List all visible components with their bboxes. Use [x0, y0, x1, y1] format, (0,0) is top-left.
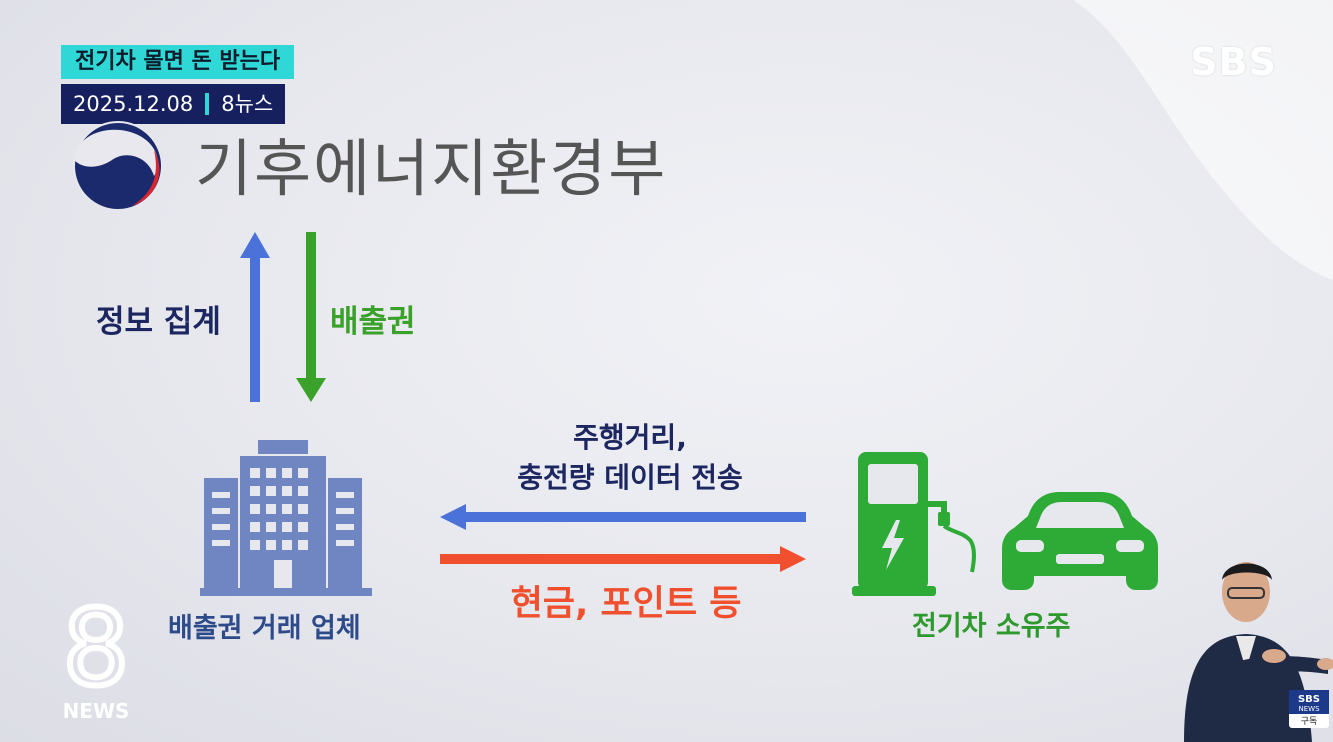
program-name: 8뉴스 [221, 92, 274, 116]
data-label-line2: 충전량 데이터 전송 [517, 461, 743, 494]
subscribe-badge-action: 구독 [1301, 716, 1318, 727]
background-swoosh [1073, 0, 1333, 280]
news-logo-number: 8 [63, 588, 129, 709]
payment-label: 현금, 포인트 등 [510, 584, 742, 624]
ev-owner-label: 전기차 소유주 [912, 611, 1071, 642]
trading-company-label: 배출권 거래 업체 [168, 613, 361, 644]
headline-banner: 전기차 몰면 돈 받는다 [61, 45, 295, 79]
8-news-logo: 8 NEWS [60, 588, 132, 723]
info-aggregation-label: 정보 집계 [96, 304, 221, 340]
news-logo-word: NEWS [63, 699, 130, 723]
info-up-arrow [240, 232, 270, 402]
ministry-emblem-icon [73, 121, 163, 210]
subscribe-badge-sub: NEWS [1298, 705, 1320, 713]
emission-credit-label: 배출권 [330, 304, 416, 340]
data-transfer-label: 주행거리, 충전량 데이터 전송 [470, 418, 790, 498]
subscribe-badge-brand: SBS [1298, 694, 1320, 705]
date-program-bar: 2025.12.08 8뉴스 [61, 84, 286, 124]
data-label-line1: 주행거리, [573, 421, 687, 454]
building-icon [200, 440, 372, 596]
broadcast-date: 2025.12.08 [73, 92, 194, 116]
subscribe-badge-art: SBS NEWS 구독 [1289, 690, 1329, 727]
date-separator [205, 93, 210, 115]
sign-language-interpreter [1184, 562, 1333, 742]
ministry-name: 기후에너지환경부 [195, 132, 668, 205]
credit-down-arrow [296, 232, 326, 402]
payment-right-arrow [440, 546, 806, 572]
sbs-logo: SBS [1190, 40, 1277, 84]
ev-charger-icon [852, 452, 976, 596]
ev-car-icon [1002, 492, 1158, 590]
subscribe-badge[interactable]: SBS NEWS 구독 [1289, 690, 1329, 728]
data-left-arrow [440, 504, 806, 530]
